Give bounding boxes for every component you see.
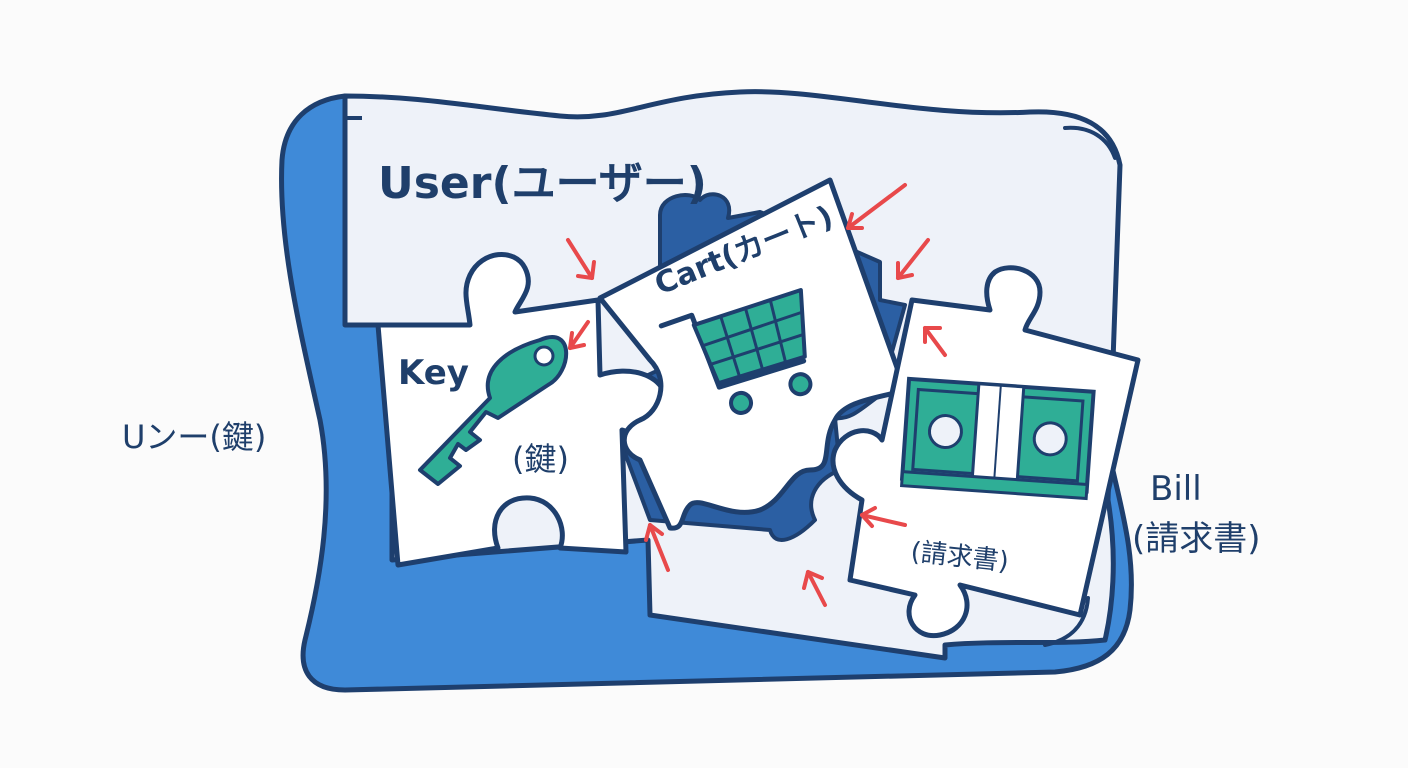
bill-label: Bill [1150, 469, 1202, 509]
key-puzzle-piece [375, 252, 669, 568]
arrow-icon [566, 238, 596, 280]
user-label: User(ユーザー) [378, 158, 707, 209]
arrow-icon [896, 238, 930, 280]
arrow-icon [802, 570, 827, 607]
key-icon [418, 335, 569, 486]
left-side-label: Uンー(鍵) [122, 418, 266, 456]
arrow-icon [644, 523, 670, 572]
corner-mark [1063, 125, 1117, 160]
banknote-icon [899, 376, 1096, 501]
arrow-icon [860, 506, 907, 528]
arrow-icon [846, 183, 907, 230]
key-label: Key [398, 353, 469, 393]
cart-icon [658, 288, 813, 415]
corner-mark [1043, 596, 1090, 647]
key-jp-label: (鍵) [512, 440, 569, 478]
bill-jp-label: (請求書) [1132, 519, 1261, 559]
arrows [566, 183, 947, 607]
arrow-icon [923, 326, 947, 357]
arrow-icon [568, 320, 590, 350]
